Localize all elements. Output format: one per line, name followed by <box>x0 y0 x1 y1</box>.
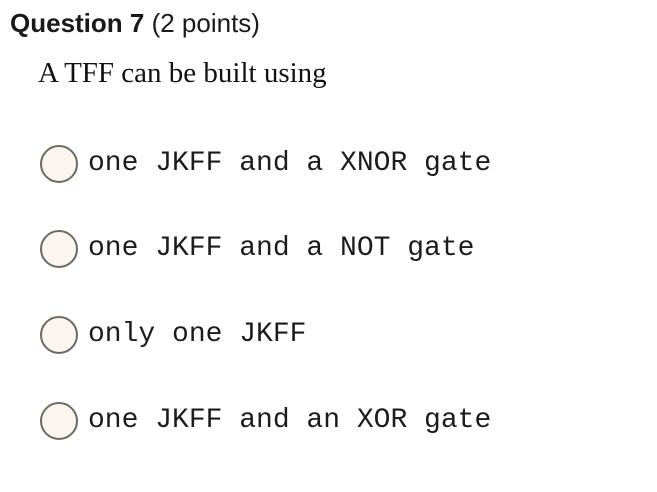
radio-button-icon[interactable] <box>40 145 78 183</box>
radio-button-icon[interactable] <box>40 230 78 268</box>
option-label[interactable]: one JKFF and a NOT gate <box>88 233 475 264</box>
option-label[interactable]: one JKFF and an XOR gate <box>88 405 492 436</box>
radio-button-icon[interactable] <box>40 402 78 440</box>
answer-option-4[interactable]: one JKFF and an XOR gate <box>40 402 491 440</box>
option-label[interactable]: one JKFF and a XNOR gate <box>88 148 492 179</box>
answer-option-2[interactable]: one JKFF and a NOT gate <box>40 230 474 268</box>
question-prompt: A TFF can be built using <box>38 57 327 89</box>
question-points: (2 points) <box>144 8 260 38</box>
radio-button-icon[interactable] <box>40 316 78 354</box>
question-header: Question 7 (2 points) <box>10 6 260 40</box>
answer-option-1[interactable]: one JKFF and a XNOR gate <box>40 145 491 183</box>
answer-option-3[interactable]: only one JKFF <box>40 316 306 354</box>
question-number: Question 7 <box>10 8 145 38</box>
option-label[interactable]: only one JKFF <box>88 319 307 350</box>
